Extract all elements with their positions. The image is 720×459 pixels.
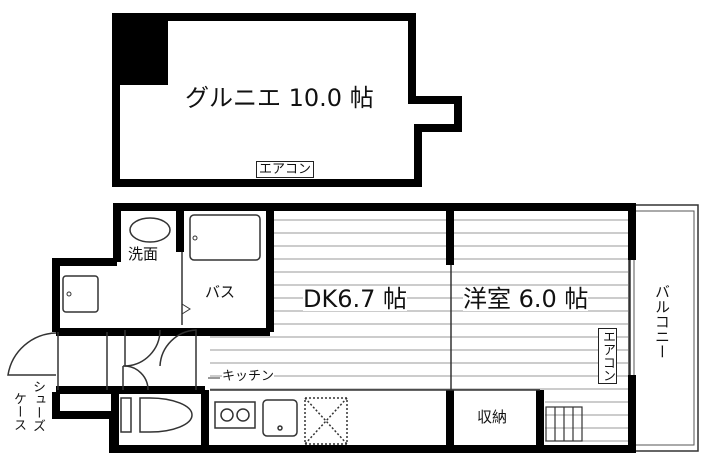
loft-aircon-label: エアコン [256, 161, 315, 178]
stairs [545, 406, 583, 442]
storage-label: 収納 [477, 408, 508, 426]
washing-machine-space [62, 275, 99, 313]
loft-stair-block [112, 13, 168, 85]
toilet [120, 397, 193, 433]
shoe-case-label-line2: ケース [11, 392, 26, 431]
room-flooring-extension [545, 391, 628, 447]
walls [52, 203, 636, 453]
kitchen-counter [214, 397, 348, 445]
loft-label: グルニエ 10.0 帖 [185, 84, 374, 112]
washroom-label: 洗面 [128, 245, 159, 263]
loft [112, 13, 462, 187]
washbasin [129, 217, 171, 243]
doors [7, 329, 197, 391]
aircon-label: エアコン [598, 328, 617, 384]
bathtub [189, 214, 261, 261]
dk-label: DK6.7 帖 [303, 285, 408, 313]
balcony-label: バルコニー [653, 284, 671, 359]
bath-label: バス [205, 283, 236, 301]
shoe-case-label-line1: シューズ [30, 380, 45, 432]
balcony [629, 204, 699, 452]
western-room-label: 洋室 6.0 帖 [463, 285, 589, 313]
kitchen-label: キッチン [222, 369, 275, 384]
